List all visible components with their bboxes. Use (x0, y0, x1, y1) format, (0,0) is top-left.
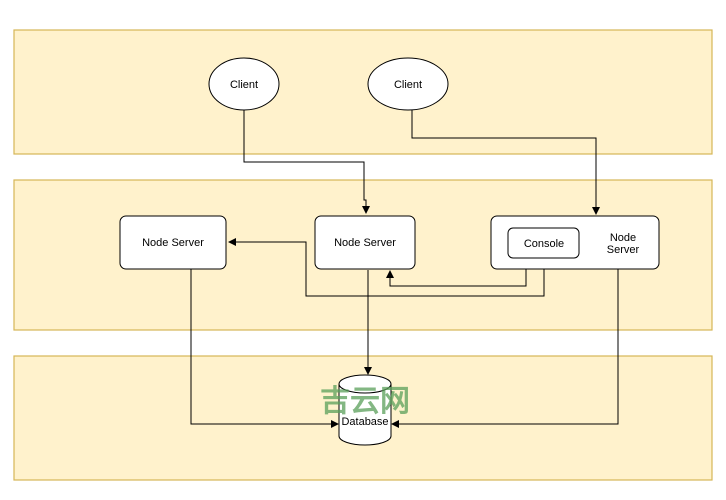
edge-console-to-left-server (228, 238, 545, 297)
client-node-1 (208, 57, 280, 111)
watermark-logo: 吉云网 (320, 384, 410, 419)
client-label-2: Client (394, 79, 422, 91)
console-label: Console (524, 238, 564, 250)
node-server-center-label: Node Server (334, 237, 396, 249)
console-node (507, 227, 580, 259)
client-lane (13, 29, 713, 155)
node-server-left-label: Node Server (142, 237, 204, 249)
edge-left-server-to-database (190, 269, 339, 428)
edge-right-server-to-database (391, 269, 619, 428)
edge-client1-to-center-server (243, 110, 370, 214)
database-cylinder (338, 374, 392, 446)
edge-console-to-center-server (386, 258, 527, 287)
node-server-left (119, 215, 227, 270)
client-label-1: Client (230, 79, 258, 91)
database-label: Database (341, 416, 388, 428)
edge-client2-to-right-server (411, 110, 600, 215)
node-server-right-label-line1: Node (610, 232, 636, 244)
node-server-center (314, 215, 416, 270)
client-node-2 (367, 57, 449, 111)
node-server-right-label-line2: Server (607, 244, 640, 256)
